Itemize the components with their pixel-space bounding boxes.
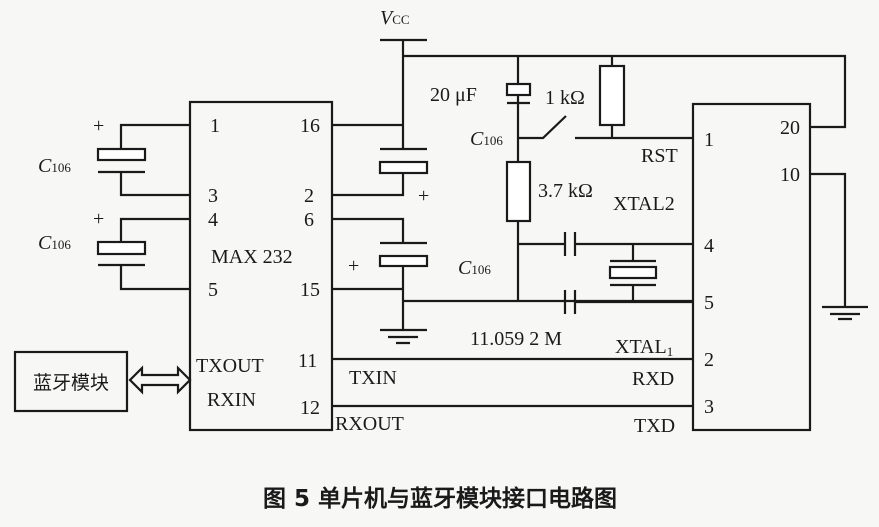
pin-number: 3 <box>704 396 714 418</box>
xtal1-label: XTAL1 <box>615 336 673 359</box>
max232-name: MAX 232 <box>211 246 293 268</box>
cap-label: C106 <box>470 128 503 150</box>
pin-number: 6 <box>304 209 314 231</box>
pin-number: 3 <box>208 185 218 207</box>
rxin-label: RXIN <box>207 389 256 411</box>
mcu-chip <box>691 102 812 432</box>
rst-label: RST <box>641 145 678 167</box>
cap-20uf-label: 20 μF <box>430 84 477 106</box>
pin-number: 20 <box>780 117 800 139</box>
rxout-label: RXOUT <box>335 413 404 435</box>
cap-label: C106 <box>38 232 71 254</box>
max232-chip <box>188 100 334 432</box>
vcc-label: VCC <box>380 7 410 29</box>
cap-label: C106 <box>38 155 71 177</box>
res-1k-label: 1 kΩ <box>545 87 585 109</box>
pin-number: 11 <box>298 350 317 372</box>
pin-number: 12 <box>300 397 320 419</box>
pin-number: 15 <box>300 279 320 301</box>
txout-label: TXOUT <box>196 355 264 377</box>
wires <box>13 38 868 413</box>
pin-number: 4 <box>208 209 218 231</box>
xtal2-label: XTAL2 <box>613 193 675 215</box>
pin-number: 2 <box>704 349 714 371</box>
cap-label: C106 <box>458 257 491 279</box>
txd-label: TXD <box>634 415 675 437</box>
plus-sign: + <box>93 208 104 230</box>
pin-number: 5 <box>704 292 714 314</box>
pin-number: 4 <box>704 235 714 257</box>
plus-sign: + <box>348 255 359 277</box>
component-bodies <box>96 64 658 280</box>
plus-sign: + <box>418 185 429 207</box>
pin-number: 1 <box>704 129 714 151</box>
plus-sign: + <box>93 115 104 137</box>
crystal-label: 11.059 2 M <box>470 328 562 350</box>
rxd-label: RXD <box>632 368 674 390</box>
figure-caption: 图 5 单片机与蓝牙模块接口电路图 <box>263 485 617 512</box>
pin-number: 2 <box>304 185 314 207</box>
bluetooth-module-label: 蓝牙模块 <box>33 372 109 394</box>
txin-label: TXIN <box>349 367 397 389</box>
res-3.7k-label: 3.7 kΩ <box>538 180 593 202</box>
pin-number: 16 <box>300 115 320 137</box>
pin-number: 10 <box>780 164 800 186</box>
pin-number: 1 <box>210 115 220 137</box>
pin-number: 5 <box>208 279 218 301</box>
